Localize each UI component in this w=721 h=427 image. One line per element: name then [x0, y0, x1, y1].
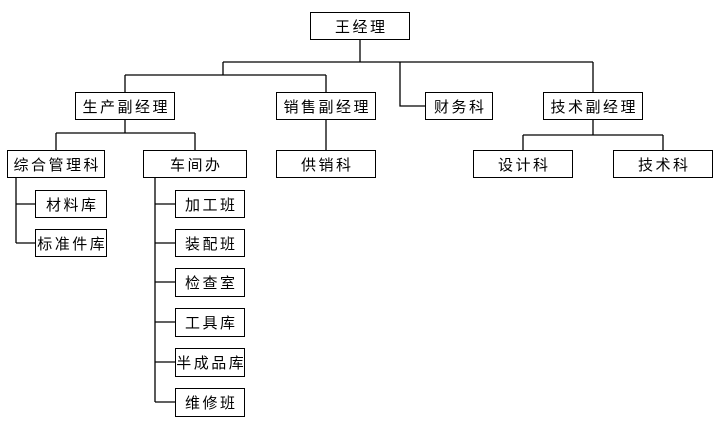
node-finance-section: 财务科 [425, 92, 493, 120]
node-inspection-room: 检查室 [175, 268, 245, 297]
node-production-deputy-manager: 生产副经理 [75, 92, 175, 120]
node-technology-deputy-manager: 技术副经理 [543, 92, 643, 120]
node-material-warehouse: 材料库 [35, 190, 107, 218]
node-design-section: 设计科 [473, 150, 573, 178]
node-semi-finished-products-warehouse: 半成品库 [175, 348, 245, 377]
node-tool-warehouse: 工具库 [175, 308, 245, 337]
node-workshop-office: 车间办 [143, 150, 247, 178]
node-sales-deputy-manager: 销售副经理 [276, 92, 376, 120]
node-processing-team: 加工班 [175, 190, 245, 218]
node-general-manager: 王经理 [310, 12, 410, 40]
node-technology-section: 技术科 [613, 150, 713, 178]
node-standard-parts-warehouse: 标准件库 [35, 229, 107, 257]
node-assembly-team: 装配班 [175, 229, 245, 257]
node-maintenance-team: 维修班 [175, 388, 245, 417]
node-supply-marketing-section: 供销科 [276, 150, 376, 178]
node-general-management-section: 综合管理科 [7, 150, 105, 178]
